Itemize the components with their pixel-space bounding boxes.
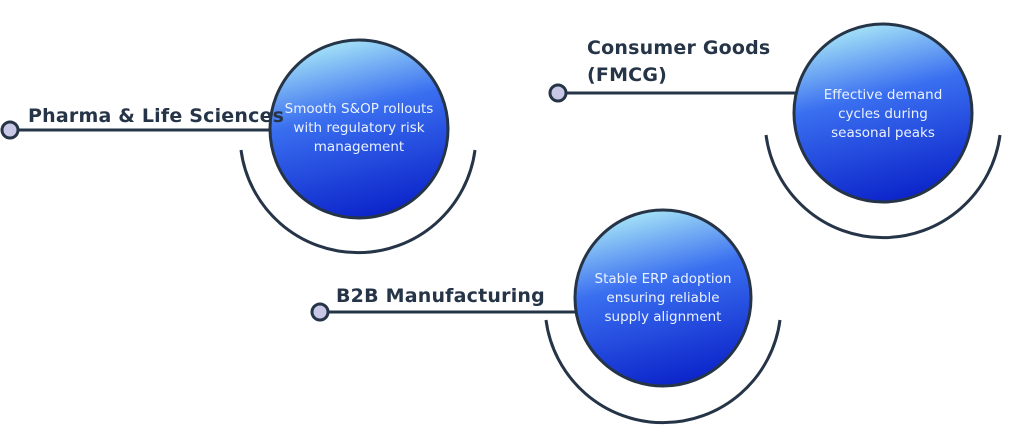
connector-dot [310,302,330,322]
pharma-description: Smooth S&OP rollouts with regulatory ris… [284,100,434,155]
b2b-node [310,208,782,425]
b2b-label: B2B Manufacturing [336,285,545,307]
pharma-node [0,38,477,255]
decorative-arc [239,149,477,255]
connector-dot [0,120,20,140]
b2b-description: Stable ERP adoption ensuring reliable su… [594,270,732,325]
fmcg-node [548,22,1002,240]
fmcg-label-line1: Consumer Goods [587,37,771,59]
gradient-circle [573,208,753,388]
decorative-arc [544,319,782,425]
decorative-arc [764,134,1002,240]
connector-dot [548,83,568,103]
gradient-circle [268,38,450,220]
gradient-circle [792,22,974,204]
fmcg-description: Effective demand cycles during seasonal … [823,86,943,141]
pharma-label: Pharma & Life Sciences [28,105,285,127]
fmcg-label-line2: (FMCG) [587,64,667,86]
